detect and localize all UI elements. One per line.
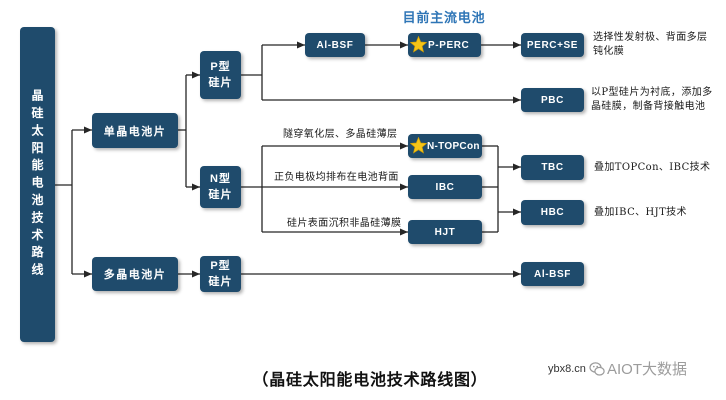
edge-label-n-topcon: 隧穿氧化层、多晶硅薄层 bbox=[283, 129, 398, 140]
node-mono-p-wafer-line2: 硅片 bbox=[208, 77, 233, 89]
note-perc-se-line1: 选择性发射极、背面多层 bbox=[593, 32, 708, 43]
star-icon bbox=[410, 137, 427, 154]
node-perc-se: PERC+SE bbox=[521, 33, 584, 57]
note-hbc: 叠加IBC、HJT技术 bbox=[594, 207, 687, 218]
node-al-bsf-mono: Al-BSF bbox=[305, 33, 365, 57]
node-mono-n-wafer-line2: 硅片 bbox=[208, 189, 233, 201]
node-ibc: IBC bbox=[408, 175, 482, 199]
root-node-label: 晶硅太阳能电池技术路线 bbox=[30, 88, 44, 281]
edge-label-ibc: 正负电极均排布在电池背面 bbox=[274, 172, 399, 183]
mainstream-cell-label: 目前主流电池 bbox=[402, 11, 486, 26]
note-perc-se: 选择性发射极、背面多层 钝化膜 bbox=[593, 31, 707, 59]
node-poly-p-wafer-line1: P型 bbox=[210, 260, 231, 272]
node-hbc: HBC bbox=[521, 200, 584, 225]
note-pbc: 以P型硅片为衬底，添加多 晶硅膜，制备背接触电池 bbox=[591, 86, 713, 114]
edge-label-hjt: 硅片表面沉积非晶硅薄膜 bbox=[287, 218, 402, 229]
note-tbc: 叠加TOPCon、IBC技术 bbox=[594, 162, 711, 173]
note-perc-se-line2: 钝化膜 bbox=[593, 46, 625, 57]
node-p-perc-label: P-PERC bbox=[428, 39, 470, 51]
wechat-icon bbox=[589, 362, 605, 376]
note-pbc-line2: 晶硅膜，制备背接触电池 bbox=[591, 101, 706, 112]
node-tbc: TBC bbox=[521, 155, 584, 180]
node-mono-p-wafer-line1: P型 bbox=[210, 61, 231, 73]
node-poly-p-wafer-line2: 硅片 bbox=[208, 276, 233, 288]
node-hjt: HJT bbox=[408, 220, 482, 244]
note-pbc-line1: 以P型硅片为衬底，添加多 bbox=[591, 87, 713, 98]
node-monocrystalline: 单晶电池片 bbox=[92, 113, 178, 148]
star-icon bbox=[410, 36, 427, 53]
node-pbc: PBC bbox=[521, 88, 584, 112]
node-polycrystalline: 多晶电池片 bbox=[92, 257, 178, 291]
node-n-topcon: N-TOPCon bbox=[408, 134, 482, 158]
node-p-perc: P-PERC bbox=[408, 33, 481, 57]
node-poly-p-wafer: P型 硅片 bbox=[200, 256, 241, 292]
node-mono-n-wafer: N型 硅片 bbox=[200, 166, 241, 208]
watermark-site: ybx8.cn bbox=[548, 363, 586, 375]
node-al-bsf-poly: Al-BSF bbox=[521, 262, 584, 286]
figure-caption: （晶硅太阳能电池技术路线图） bbox=[252, 370, 488, 389]
node-n-topcon-label: N-TOPCon bbox=[427, 140, 480, 152]
node-mono-p-wafer: P型 硅片 bbox=[200, 51, 241, 99]
root-node: 晶硅太阳能电池技术路线 bbox=[20, 27, 55, 342]
node-mono-n-wafer-line1: N型 bbox=[210, 173, 231, 185]
watermark-brand: AIOT大数据 bbox=[607, 361, 688, 378]
